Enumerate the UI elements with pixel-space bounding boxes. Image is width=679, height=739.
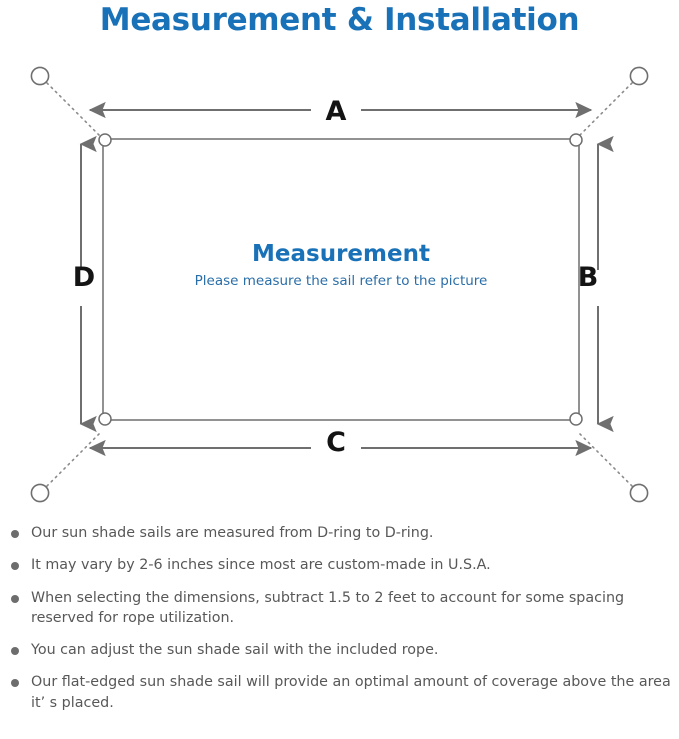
list-item-text: It may vary by 2-6 inches since most are… [31,557,491,574]
anchor-point-bottom-left [30,483,50,503]
rope-line-top-right [579,82,633,136]
dimension-label-d: D [72,262,96,293]
d-ring-bottom-right [569,412,583,426]
bullet-icon [11,530,19,538]
bullet-icon [11,594,19,603]
list-item-text: When selecting the dimensions, subtract … [31,589,625,626]
list-item-text: Our sun shade sails are measured from D-… [31,525,434,541]
sun-shade-sail-measurement-diagram [30,66,649,503]
bullet-icon [11,679,19,688]
anchor-point-bottom-right [629,483,649,503]
dimension-label-c: C [326,427,346,458]
list-item-text: You can adjust the sun shade sail with t… [31,642,439,659]
sail-outline [102,138,580,421]
dimension-label-b: B [577,262,599,293]
page-title: Measurement & Installation [99,2,580,38]
bullet-icon [11,647,19,656]
anchor-point-top-right [629,66,649,86]
list-item: Our sun shade sails are measured from D-… [0,523,679,543]
rope-line-bottom-left [46,433,100,487]
dimension-label-a: A [325,96,347,127]
list-item: Our flat-edged sun shade sail will provi… [0,672,679,713]
rope-line-bottom-right [579,433,633,487]
notes-list: Our sun shade sails are measured from D-… [0,523,679,725]
rope-line-top-left [46,82,100,136]
list-item: You can adjust the sun shade sail with t… [0,640,679,660]
anchor-point-top-left [30,66,50,86]
d-ring-top-left [98,133,112,147]
d-ring-top-right [569,133,583,147]
list-item-text: Our flat-edged sun shade sail will provi… [31,674,671,711]
list-item: When selecting the dimensions, subtract … [0,588,679,629]
bullet-icon [11,562,19,571]
d-ring-bottom-left [98,412,112,426]
list-item: It may vary by 2-6 inches since most are… [0,555,679,575]
